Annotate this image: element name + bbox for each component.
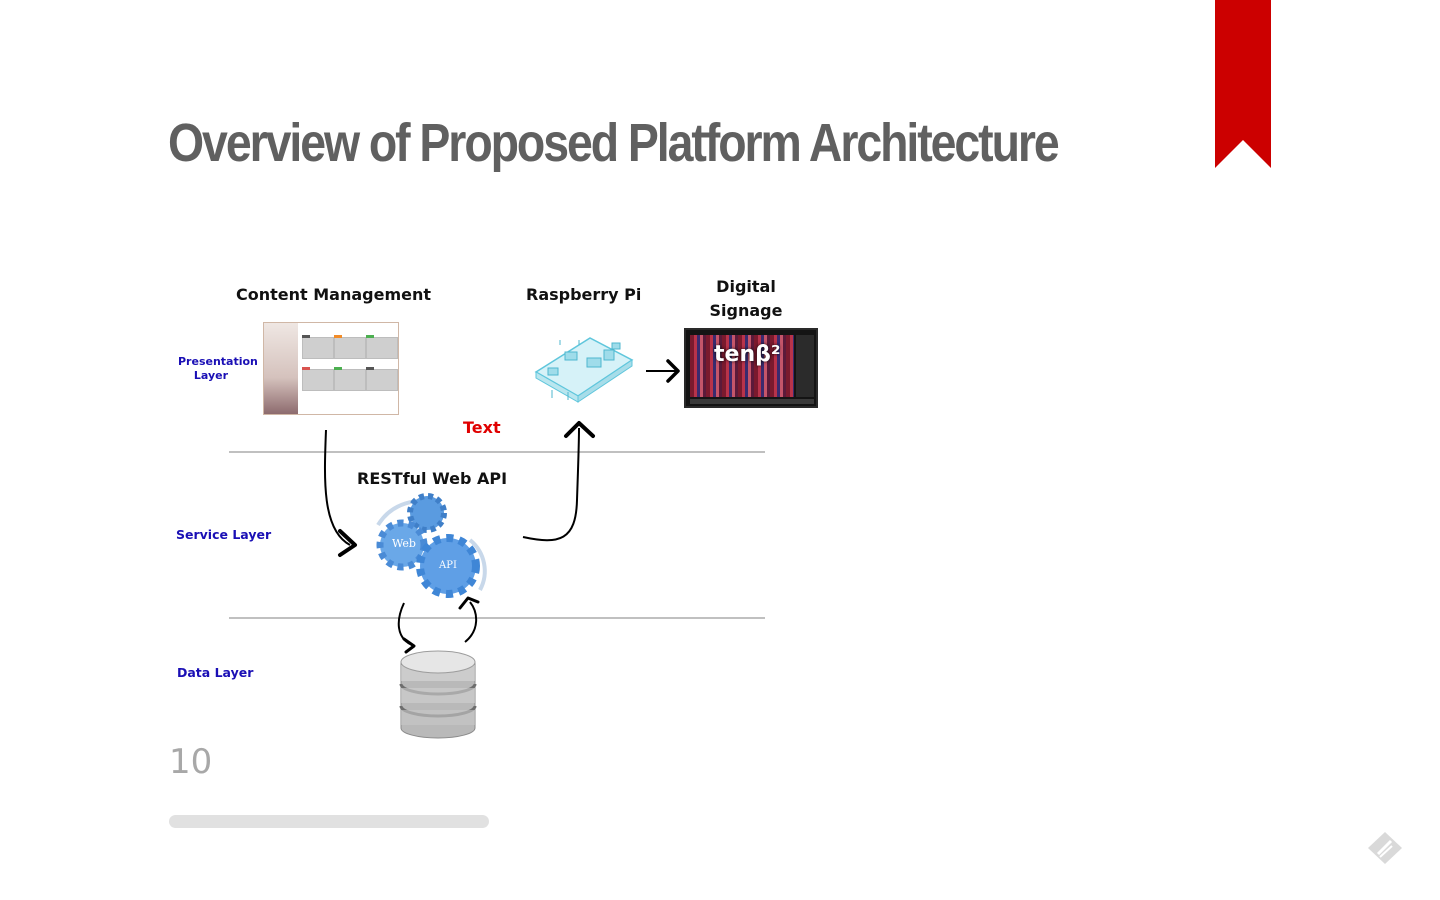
raspberry-pi-board-icon <box>534 337 634 403</box>
content-management-screenshot <box>263 322 399 415</box>
bookmark-ribbon <box>1215 0 1271 168</box>
gear-web-label: Web <box>392 537 416 550</box>
restful-api-label: RESTful Web API <box>357 469 508 488</box>
arrow-cms-to-api <box>323 429 351 546</box>
content-management-label: Content Management <box>236 285 432 304</box>
service-layer-label: Service Layer <box>176 527 272 542</box>
monitor-logo: tenβ² <box>714 342 781 367</box>
arrow-db-to-api <box>464 601 478 643</box>
digital-signage-monitor-image: tenβ² <box>684 328 818 408</box>
arrow-api-to-pi <box>522 427 580 542</box>
presentation-layer-label: Presentation Layer <box>178 355 258 382</box>
database-icon <box>399 650 477 739</box>
page-number: 10 <box>169 742 213 782</box>
pencil-logo-icon[interactable] <box>1366 830 1404 866</box>
progress-bar <box>169 815 489 828</box>
gear-api-label: API <box>439 560 457 571</box>
data-layer-label: Data Layer <box>177 665 254 680</box>
arrow-api-to-db <box>397 602 413 646</box>
raspberry-pi-label: Raspberry Pi <box>526 285 642 304</box>
slide-title: Overview of Proposed Platform Architectu… <box>168 113 1060 173</box>
annotation-text: Text <box>463 418 501 437</box>
